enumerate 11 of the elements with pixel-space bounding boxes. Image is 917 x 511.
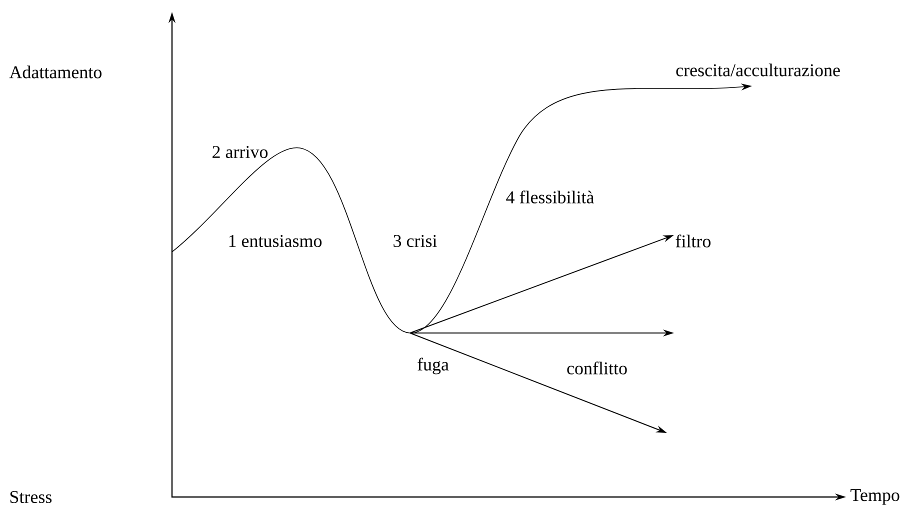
axis-label: Tempo bbox=[849, 488, 901, 506]
curve-label: filtro bbox=[674, 234, 712, 248]
curve-label: conflitto bbox=[566, 360, 628, 376]
phase-label: 4 flessibilità bbox=[504, 190, 596, 204]
curve-label: crescita/acculturazione bbox=[674, 62, 842, 78]
axis-label: Adattamento bbox=[8, 64, 104, 80]
phase-label: 2 arrivo bbox=[210, 144, 270, 160]
phase-label: 1 entusiasmo bbox=[226, 234, 324, 248]
phase-label: 3 crisi bbox=[392, 234, 438, 248]
axis-label: Stress bbox=[8, 490, 54, 504]
curve-label: fuga bbox=[416, 356, 450, 376]
